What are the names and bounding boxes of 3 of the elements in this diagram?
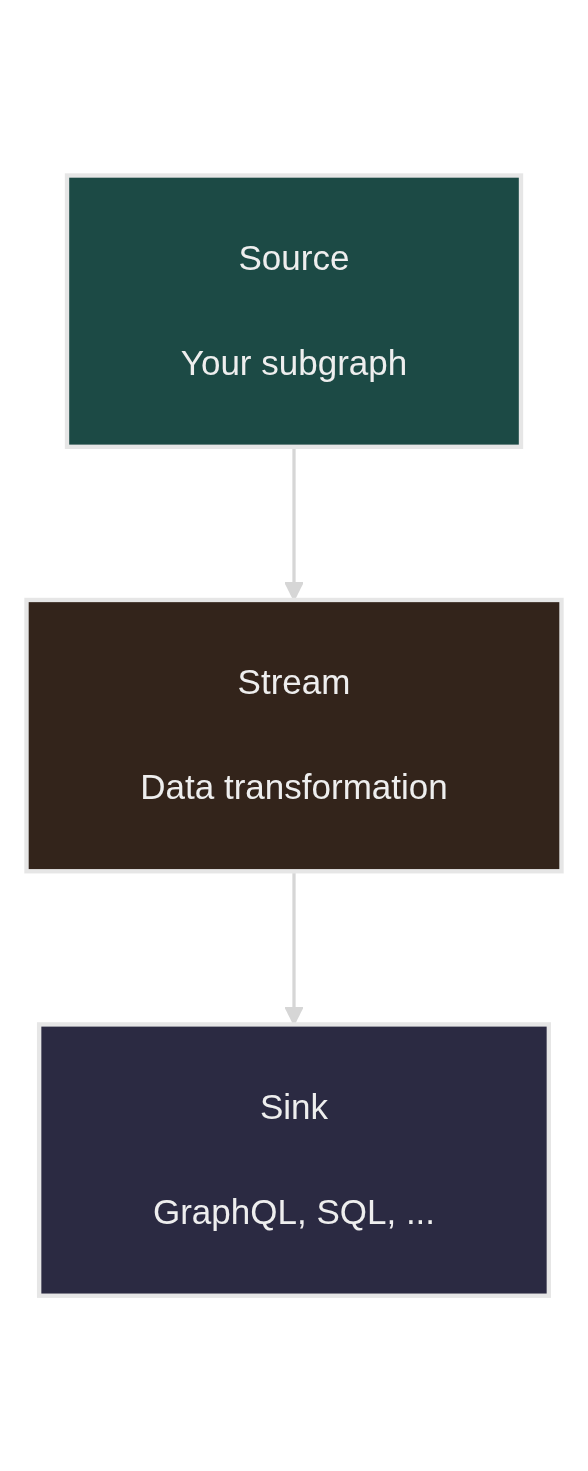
node-box: Source Your subgraph — [64, 173, 524, 449]
node-box: Sink GraphQL, SQL, ... — [36, 1022, 552, 1298]
node-box: Stream Data transformation — [24, 597, 564, 874]
